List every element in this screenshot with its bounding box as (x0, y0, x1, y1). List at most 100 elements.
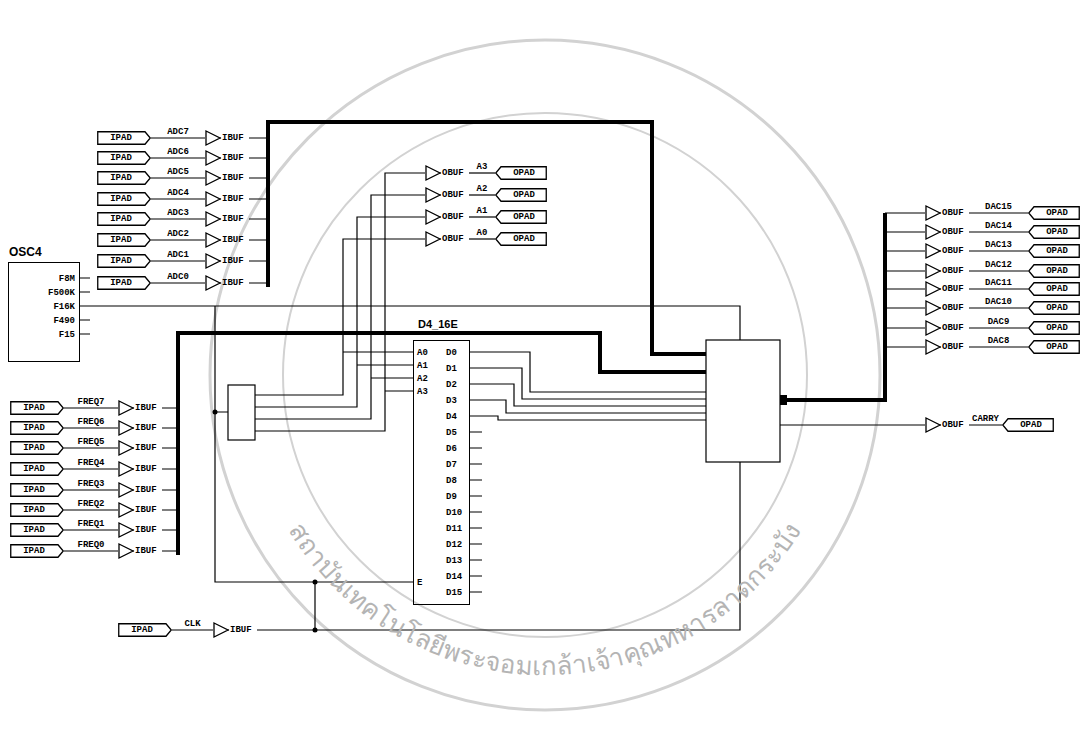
pin-name: D1 (446, 363, 457, 375)
input-buffer: IBUF (205, 170, 249, 186)
pad-outline (98, 152, 151, 165)
input-pad: IPAD (97, 171, 151, 185)
output-buffer: OBUF (925, 263, 969, 279)
signal-wire (64, 489, 118, 490)
component-label: OPAD (513, 167, 535, 179)
signal-wire (64, 447, 118, 448)
buffer-triangle (926, 418, 940, 432)
signal-wire (151, 137, 205, 138)
buffer-output (133, 469, 134, 470)
input-buffer: IBUF (118, 482, 162, 498)
pad-outline (496, 167, 547, 180)
buffer-triangle (426, 166, 440, 180)
output-pad: OPAD (495, 210, 547, 224)
output-pad: OPAD (1028, 340, 1080, 354)
buffer-output (940, 271, 941, 272)
output-buffer: OBUF (425, 231, 469, 247)
signal-name: ADC7 (166, 127, 190, 137)
signal-wire (969, 424, 1002, 425)
pad-outline (1029, 341, 1080, 354)
component-label: IPAD (110, 193, 132, 205)
signal-name: FREQ2 (76, 499, 105, 509)
signal-name: A3 (476, 162, 489, 172)
signal-wire (969, 346, 1028, 347)
component-label: OBUF (942, 265, 964, 277)
input-pad: IPAD (10, 421, 64, 435)
component-label: IBUF (135, 422, 157, 434)
input-buffer: IBUF (205, 150, 249, 166)
input-buffer: IBUF (205, 232, 249, 248)
signal-wire (64, 468, 118, 469)
signal-wire (469, 238, 495, 239)
output-pad: OPAD (1028, 321, 1080, 335)
signal-name: ADC6 (166, 147, 190, 157)
component-label: D4_16E (418, 317, 458, 331)
buffer-output (440, 195, 441, 196)
signal-wire (64, 509, 118, 510)
output-buffer: OBUF (925, 243, 969, 259)
component-label: IPAD (110, 213, 132, 225)
pin-name: D3 (446, 395, 457, 407)
buffer-triangle (206, 212, 220, 226)
signal-name: CLK (183, 619, 201, 629)
output-pad: OPAD (1002, 418, 1054, 432)
buffer-output (220, 219, 221, 220)
input-pad: IPAD (97, 131, 151, 145)
component-label: IPAD (23, 484, 45, 496)
input-buffer: IBUF (213, 622, 257, 638)
watermark-ring (283, 113, 807, 637)
bus-tap (780, 395, 787, 405)
bus (268, 122, 706, 354)
buffer-triangle (119, 544, 133, 558)
buffer-output (228, 630, 229, 631)
input-buffer: IBUF (118, 400, 162, 416)
input-pad: IPAD (10, 523, 64, 537)
component-label: IPAD (110, 132, 132, 144)
signal-name: A0 (476, 228, 489, 238)
wire (470, 352, 706, 420)
pad-outline (11, 504, 64, 517)
component-label: IBUF (222, 132, 244, 144)
pin-name: D0 (446, 347, 457, 359)
output-buffer: OBUF (925, 205, 969, 221)
pin-name: D8 (446, 475, 457, 487)
input-buffer: IBUF (118, 420, 162, 436)
signal-name: FREQ3 (76, 479, 105, 489)
component-label: IBUF (230, 624, 252, 636)
pin-name: F490 (53, 315, 75, 327)
pad-outline (1029, 302, 1080, 315)
buffer-triangle (119, 401, 133, 415)
pin-name: A1 (417, 360, 428, 372)
signal-wire (64, 529, 118, 530)
signal-name: ADC2 (166, 229, 190, 239)
pad-outline (496, 233, 547, 246)
wire (255, 173, 425, 431)
signal-wire (969, 270, 1028, 271)
buffer-output (220, 261, 221, 262)
pin-name: A3 (417, 386, 428, 398)
junction-dot (313, 628, 318, 633)
watermark-ring (210, 40, 880, 710)
signal-name: A2 (476, 184, 489, 194)
component-label: IBUF (135, 484, 157, 496)
output-pad: OPAD (1028, 282, 1080, 296)
signal-name: DAC10 (984, 297, 1013, 307)
pad-outline (98, 193, 151, 206)
input-buffer: IBUF (205, 191, 249, 207)
buffer-triangle (206, 233, 220, 247)
pad-outline (1029, 265, 1080, 278)
buffer-output (220, 138, 221, 139)
input-buffer: IBUF (118, 543, 162, 559)
component-label: IBUF (222, 193, 244, 205)
component-label: IBUF (135, 524, 157, 536)
buffer-triangle (926, 264, 940, 278)
buffer-output (940, 308, 941, 309)
signal-name: CARRY (971, 414, 1000, 424)
logic-block (706, 340, 780, 462)
buffer-output (940, 251, 941, 252)
input-pad: IPAD (10, 503, 64, 517)
buffer-output (133, 551, 134, 552)
pin-name: D13 (446, 555, 462, 567)
signal-wire (151, 260, 205, 261)
